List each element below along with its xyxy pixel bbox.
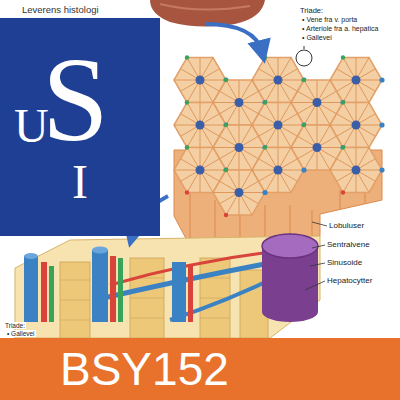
part-label: Sentralvene	[327, 240, 370, 249]
part-label: Sinusoide	[327, 258, 362, 267]
diagram-title: Leverens histologi	[22, 4, 99, 15]
part-label: Lobuluser	[329, 221, 364, 230]
course-band: BSY152	[0, 338, 400, 400]
triad-item: • Vene fra v. porta	[302, 16, 357, 23]
logo-panel: SUI	[0, 18, 160, 236]
triad-item: • Arteriole fra a. hepatica	[302, 25, 378, 32]
triad-item: • Gallevei	[6, 330, 36, 337]
logo-letter: U	[14, 102, 49, 150]
part-label: Hepatocytter	[327, 276, 372, 285]
logo-letter: S	[42, 40, 109, 160]
triad-item: • Gallevei	[302, 34, 332, 41]
course-code: BSY152	[60, 346, 229, 392]
triad-heading: Triade:	[300, 6, 323, 15]
logo-letter: I	[72, 158, 88, 206]
triad-heading: Triade:	[4, 322, 26, 329]
